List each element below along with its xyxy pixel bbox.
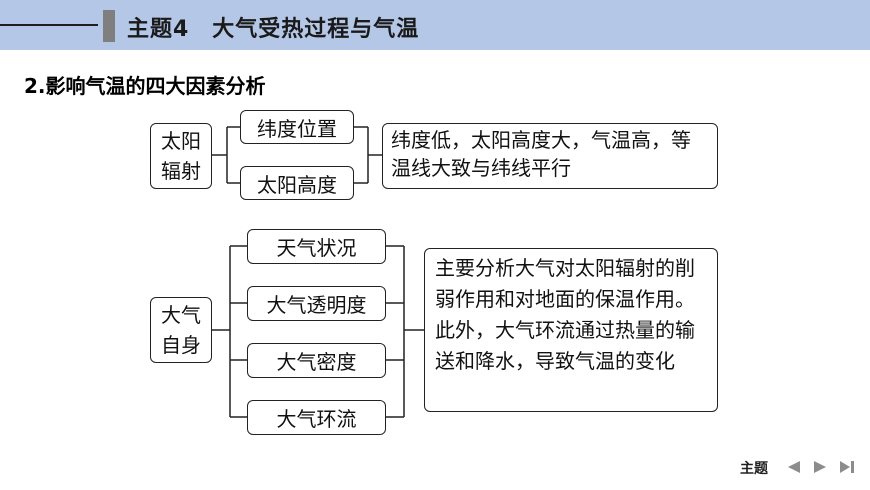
header-title: 主题4 大气受热过程与气温 (127, 17, 420, 42)
next-icon[interactable] (812, 459, 828, 475)
prev-icon[interactable] (786, 459, 802, 475)
factor-circulation: 大气环流 (247, 400, 386, 435)
root-solar-radiation: 太阳辐射 (150, 123, 212, 189)
last-icon[interactable] (838, 459, 856, 475)
header-accent (103, 10, 115, 42)
nav-topic-link[interactable]: 主题 (740, 461, 768, 477)
factor-density: 大气密度 (247, 343, 386, 378)
factor-weather: 天气状况 (247, 229, 386, 264)
description-solar: 纬度低，太阳高度大，气温高，等温线大致与纬线平行 (382, 123, 718, 189)
description-atmosphere: 主要分析大气对太阳辐射的削弱作用和对地面的保温作用。此外，大气环流通过热量的输送… (424, 248, 718, 412)
section-title: 2.影响气温的四大因素分析 (24, 74, 266, 98)
header-rule (0, 24, 98, 26)
factor-latitude: 纬度位置 (240, 110, 354, 144)
header-bar: 主题4 大气受热过程与气温 (0, 0, 870, 50)
factor-transparency: 大气透明度 (247, 286, 386, 321)
root-atmosphere: 大气自身 (150, 297, 212, 363)
factor-solar-altitude: 太阳高度 (240, 166, 354, 200)
